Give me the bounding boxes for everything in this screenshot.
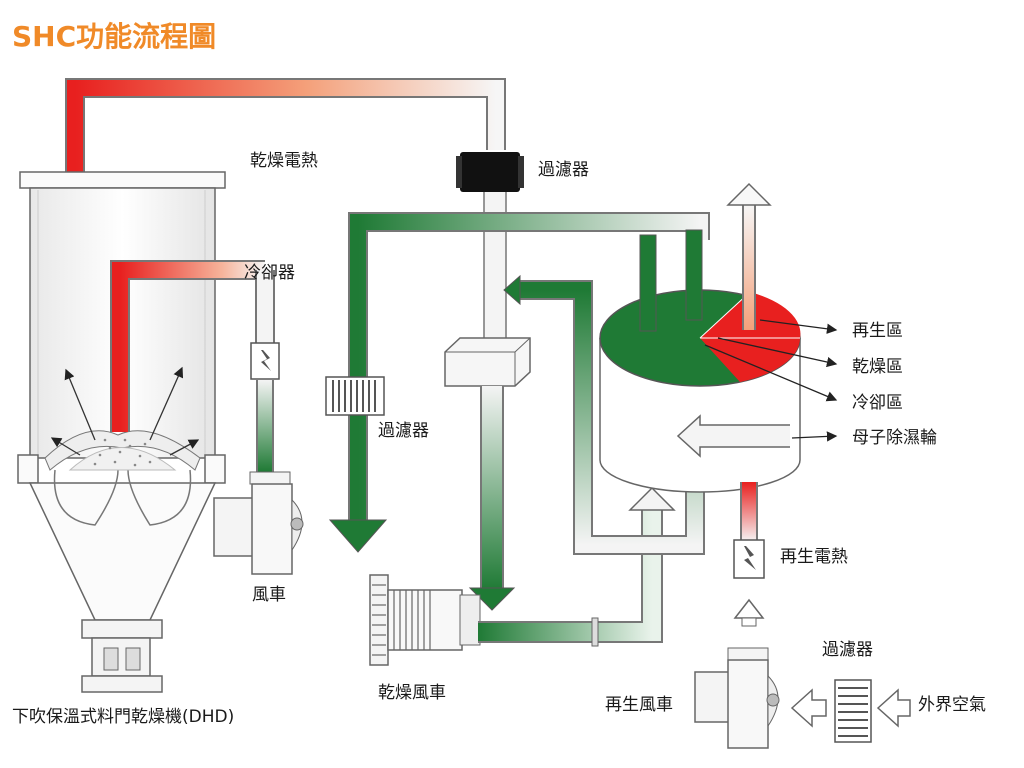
cooler-pipe	[255, 270, 275, 472]
filter-right-label: 過濾器	[822, 640, 873, 660]
dry-fan-label: 乾燥風車	[378, 683, 446, 703]
regen-heater-label: 再生電熱	[780, 547, 848, 567]
cooler-unit	[250, 342, 280, 380]
filter-top	[456, 152, 524, 192]
hopper-dryer-label: 下吹保溫式料門乾燥機(DHD)	[12, 707, 234, 727]
regen-fan-label: 再生風車	[605, 695, 673, 715]
filter-mid-label: 過濾器	[378, 421, 429, 441]
fan-label: 風車	[252, 585, 286, 605]
desiccant-rotor	[599, 229, 801, 493]
inner-hot-pipe	[110, 260, 265, 432]
filter-mid	[325, 376, 385, 416]
filter-top-label: 過濾器	[538, 160, 589, 180]
green-down-duct	[468, 386, 516, 611]
rotor-label: 母子除濕輪	[852, 428, 937, 448]
inflow-arrow-1	[790, 688, 827, 728]
center-box	[444, 337, 531, 387]
cool-zone-label: 冷卻區	[852, 393, 903, 413]
dry-zone-label: 乾燥區	[852, 357, 903, 377]
zone-pointers	[704, 319, 838, 442]
dry-heater-label: 乾燥電熱	[250, 151, 318, 171]
dry-fan	[369, 574, 481, 666]
exhaust-arrow	[726, 182, 772, 330]
page-title: SHC功能流程圖	[12, 20, 216, 53]
top-hot-duct	[65, 78, 506, 178]
regen-fan	[694, 647, 780, 749]
inflow-arrow-2	[876, 688, 911, 728]
cooler-label: 冷卻器	[244, 263, 295, 283]
outside-air-label: 外界空氣	[918, 695, 986, 715]
green-loop-duct	[503, 274, 705, 555]
regen-heater-duct	[733, 482, 765, 627]
filter-right	[834, 679, 872, 743]
regen-zone-label: 再生區	[852, 321, 903, 341]
fan-left	[213, 471, 304, 575]
